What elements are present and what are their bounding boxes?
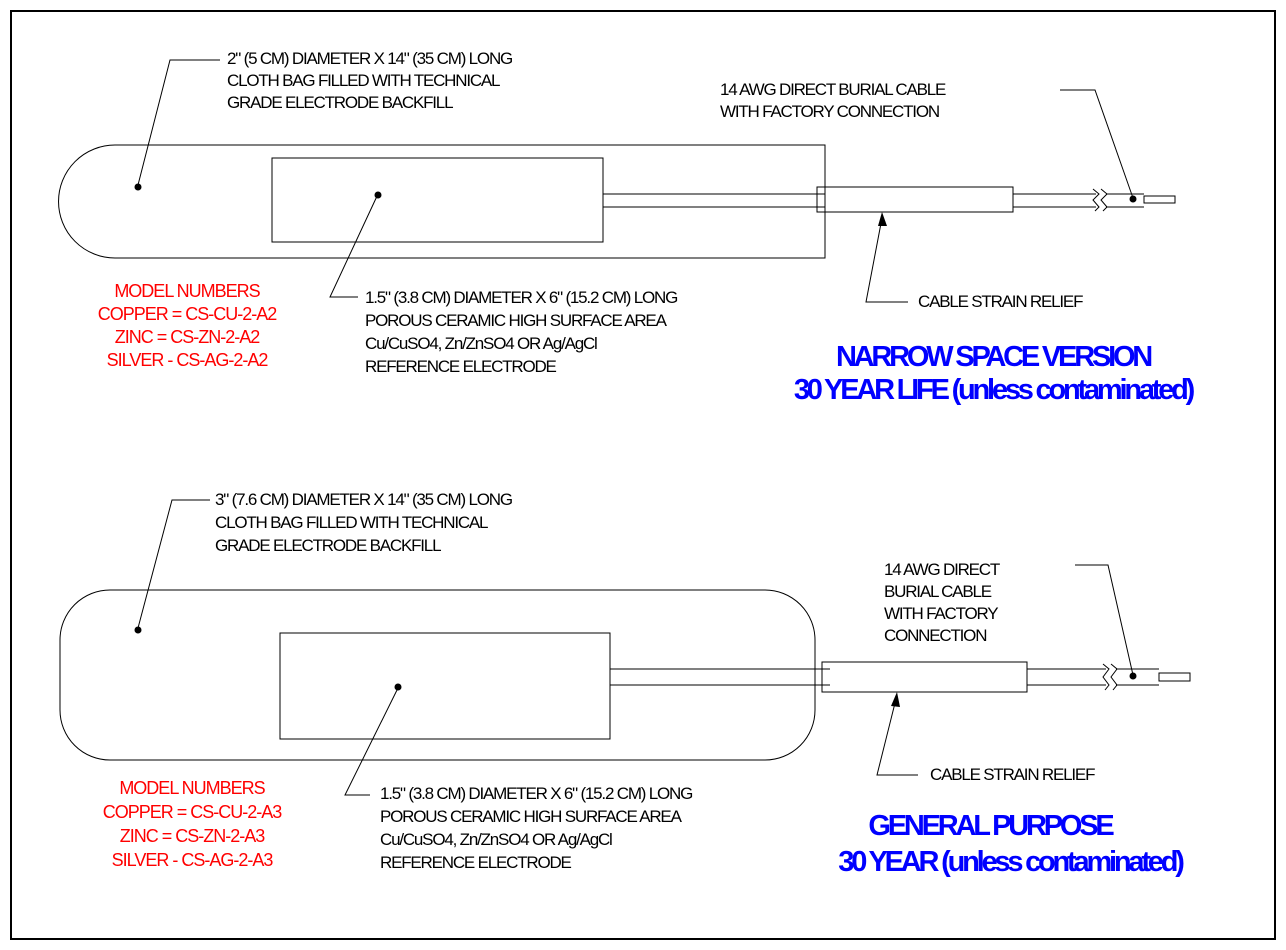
strain-relief-label: CABLE STRAIN RELIEF bbox=[930, 765, 1095, 784]
version-title: GENERAL PURPOSE bbox=[868, 810, 1114, 842]
cable-conductor bbox=[1143, 195, 1176, 204]
electrode-label-line: REFERENCE ELECTRODE bbox=[380, 853, 572, 872]
electrode-label-line: Cu/CuSO4, Zn/ZnSO4 OR Ag/AgCl bbox=[365, 334, 597, 353]
electrode-label-line: 1.5" (3.8 CM) DIAMETER X 6" (15.2 CM) LO… bbox=[365, 288, 677, 307]
electrode-leader-dot bbox=[374, 191, 382, 199]
bag-label-line: 3" (7.6 CM) DIAMETER X 14" (35 CM) LONG bbox=[215, 490, 512, 509]
bag-leader bbox=[137, 499, 210, 629]
bag-label-line: CLOTH BAG FILLED WITH TECHNICAL bbox=[215, 513, 488, 532]
bag-leader bbox=[137, 59, 220, 186]
electrode-leader bbox=[329, 193, 379, 298]
cable-break bbox=[1102, 663, 1110, 691]
bag-label-line: GRADE ELECTRODE BACKFILL bbox=[215, 536, 441, 555]
cable-leader-dot bbox=[1129, 672, 1137, 680]
strain-relief-leader bbox=[865, 217, 908, 303]
model-number-copper: COPPER = CS-CU-2-A2 bbox=[98, 304, 278, 324]
cable-conductor bbox=[1158, 672, 1191, 682]
cable-leader bbox=[1060, 89, 1134, 199]
sheet-border bbox=[10, 10, 1276, 940]
bag-leader-dot bbox=[134, 183, 142, 191]
cable-leader bbox=[1075, 564, 1134, 676]
electrode-label-line: Cu/CuSO4, Zn/ZnSO4 OR Ag/AgCl bbox=[380, 830, 612, 849]
cable-label-line: WITH FACTORY bbox=[884, 604, 998, 623]
reference-electrode-outline bbox=[271, 157, 604, 243]
strain-relief-leader bbox=[876, 698, 918, 776]
model-number-copper: COPPER = CS-CU-2-A3 bbox=[103, 802, 283, 822]
cable-label-line: CONNECTION bbox=[884, 626, 986, 645]
cable-label-line: WITH FACTORY CONNECTION bbox=[720, 102, 939, 121]
bag-label-line: CLOTH BAG FILLED WITH TECHNICAL bbox=[227, 71, 500, 90]
cable-break bbox=[1110, 663, 1118, 691]
model-number-zinc: ZINC = CS-ZN-2-A2 bbox=[115, 327, 261, 347]
electrode-label-line: 1.5" (3.8 CM) DIAMETER X 6" (15.2 CM) LO… bbox=[380, 784, 692, 803]
cable-break bbox=[1092, 188, 1100, 212]
version-subtitle: 30 YEAR (unless contaminated) bbox=[838, 846, 1184, 878]
version-subtitle: 30 YEAR LIFE (unless contaminated) bbox=[794, 374, 1195, 406]
cloth-bag-outline bbox=[59, 589, 816, 761]
electrode-leader bbox=[344, 687, 399, 796]
strain-relief-arrowhead bbox=[878, 212, 887, 226]
model-numbers-heading: MODEL NUMBERS bbox=[114, 281, 260, 301]
reference-electrode-outline bbox=[279, 632, 611, 740]
cable-break bbox=[1100, 188, 1108, 212]
model-number-silver: SILVER - CS-AG-2-A2 bbox=[107, 350, 269, 370]
strain-relief-outline bbox=[821, 661, 1028, 693]
cable-label-line: 14 AWG DIRECT bbox=[884, 560, 1000, 579]
strain-relief-arrowhead bbox=[891, 692, 900, 707]
bag-label-line: 2" (5 CM) DIAMETER X 14" (35 CM) LONG bbox=[227, 49, 512, 68]
model-numbers-heading: MODEL NUMBERS bbox=[119, 778, 265, 798]
cable-leader-dot bbox=[1129, 195, 1137, 203]
electrode-label-line: POROUS CERAMIC HIGH SURFACE AREA bbox=[365, 311, 668, 330]
electrode-leader-dot bbox=[394, 683, 402, 691]
strain-relief-outline bbox=[816, 186, 1014, 213]
cable-label-line: BURIAL CABLE bbox=[884, 582, 992, 601]
electrode-label-line: POROUS CERAMIC HIGH SURFACE AREA bbox=[380, 807, 683, 826]
cable-label-line: 14 AWG DIRECT BURIAL CABLE bbox=[720, 80, 946, 99]
narrow-space-diagram: 2" (5 CM) DIAMETER X 14" (35 CM) LONG CL… bbox=[58, 49, 1198, 406]
model-number-zinc: ZINC = CS-ZN-2-A3 bbox=[120, 826, 266, 846]
electrode-label-line: REFERENCE ELECTRODE bbox=[365, 357, 557, 376]
model-number-silver: SILVER - CS-AG-2-A3 bbox=[112, 850, 274, 870]
bag-label-line: GRADE ELECTRODE BACKFILL bbox=[227, 93, 453, 112]
cloth-bag-outline bbox=[58, 144, 826, 259]
version-title: NARROW SPACE VERSION bbox=[836, 341, 1151, 373]
bag-leader-dot bbox=[134, 626, 142, 634]
general-purpose-diagram: 3" (7.6 CM) DIAMETER X 14" (35 CM) LONG … bbox=[59, 490, 1191, 878]
strain-relief-label: CABLE STRAIN RELIEF bbox=[918, 292, 1083, 311]
